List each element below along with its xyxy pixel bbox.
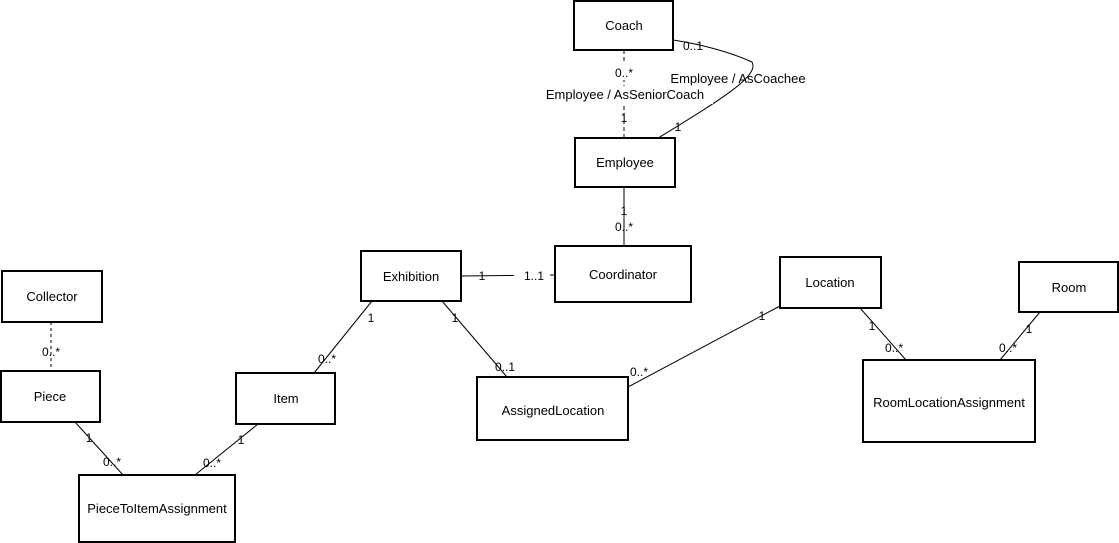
multiplicity: 1 xyxy=(238,433,245,447)
association-room-roomlocationassignment xyxy=(999,311,1041,361)
class-name: Collector xyxy=(26,289,78,304)
association-piece-piecetoitem xyxy=(74,421,124,476)
class-name: RoomLocationAssignment xyxy=(873,395,1025,410)
multiplicity: 0..1 xyxy=(683,39,703,53)
multiplicity: 0..* xyxy=(630,365,648,379)
multiplicity: 1 xyxy=(675,120,682,134)
class-name: Coordinator xyxy=(589,267,658,282)
multiplicity: 0..* xyxy=(885,341,903,355)
class-coordinator[interactable]: Coordinator xyxy=(554,245,692,303)
association-coach-employee-coachee xyxy=(654,39,754,141)
class-roomlocationassignment[interactable]: RoomLocationAssignment xyxy=(862,359,1036,443)
class-name: Location xyxy=(805,275,854,290)
class-exhibition[interactable]: Exhibition xyxy=(360,250,462,302)
multiplicity: 0..* xyxy=(203,456,221,470)
multiplicity: 1 xyxy=(621,111,628,125)
multiplicity: 1 xyxy=(452,311,459,325)
association-location-roomlocationassignment xyxy=(859,307,907,361)
class-employee[interactable]: Employee xyxy=(574,137,676,188)
role-label: Employee / AsCoachee xyxy=(670,71,805,86)
class-name: Piece xyxy=(34,389,67,404)
class-name: PieceToItemAssignment xyxy=(87,501,227,516)
class-coach[interactable]: Coach xyxy=(573,0,674,51)
class-name: Item xyxy=(273,391,298,406)
multiplicity: 0..1 xyxy=(495,360,515,374)
role-label-bg xyxy=(537,86,713,104)
class-item[interactable]: Item xyxy=(235,372,336,425)
class-name: Employee xyxy=(596,155,654,170)
multiplicity: 0..* xyxy=(42,345,60,359)
multiplicity: 0..* xyxy=(103,455,121,469)
class-name: AssignedLocation xyxy=(502,403,605,418)
class-location[interactable]: Location xyxy=(779,256,882,309)
multiplicity-bg xyxy=(514,267,550,283)
class-piecetoitemassignment[interactable]: PieceToItemAssignment xyxy=(78,474,236,543)
role-label: Employee / AsSeniorCoach xyxy=(546,87,704,102)
multiplicity: 0..* xyxy=(318,352,336,366)
association-item-piecetoitem xyxy=(194,423,259,476)
association-location-assignedlocation xyxy=(627,305,781,388)
multiplicity: 1 xyxy=(869,319,876,333)
class-piece[interactable]: Piece xyxy=(0,370,101,423)
multiplicity: 1 xyxy=(1026,322,1033,336)
class-room[interactable]: Room xyxy=(1018,261,1119,313)
class-name: Exhibition xyxy=(383,269,439,284)
class-assignedlocation[interactable]: AssignedLocation xyxy=(476,376,629,441)
multiplicity: 0..* xyxy=(999,341,1017,355)
multiplicity: 0..* xyxy=(615,66,633,80)
class-name: Room xyxy=(1052,280,1087,295)
multiplicity: 1 xyxy=(621,204,628,218)
association-exhibition-item xyxy=(313,300,373,374)
multiplicity: 1 xyxy=(86,431,93,445)
class-name: Coach xyxy=(605,18,643,33)
association-lines xyxy=(50,39,1041,476)
multiplicity: 1 xyxy=(759,309,766,323)
multiplicity: 1..1 xyxy=(524,269,544,283)
multiplicity: 1 xyxy=(479,269,486,283)
association-exhibition-assignedlocation xyxy=(441,300,508,378)
class-collector[interactable]: Collector xyxy=(1,270,103,323)
multiplicity: 0..* xyxy=(615,220,633,234)
multiplicity-bg xyxy=(611,64,637,80)
multiplicity: 1 xyxy=(368,311,375,325)
